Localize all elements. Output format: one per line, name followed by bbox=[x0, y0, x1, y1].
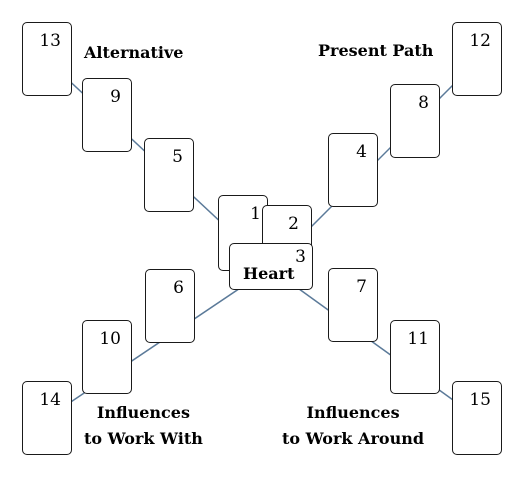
label-line-2: to Work Around bbox=[282, 429, 425, 448]
card-11[interactable]: 11 bbox=[390, 320, 440, 394]
card-number: 13 bbox=[39, 31, 61, 51]
card-9[interactable]: 9 bbox=[82, 78, 132, 152]
card-number: 10 bbox=[99, 329, 121, 349]
heart-caption: Heart bbox=[243, 264, 295, 283]
card-number: 1 bbox=[250, 204, 261, 224]
card-12[interactable]: 12 bbox=[452, 22, 502, 96]
card-number: 8 bbox=[418, 93, 429, 113]
card-8[interactable]: 8 bbox=[390, 84, 440, 158]
card-10[interactable]: 10 bbox=[82, 320, 132, 394]
label-present-path: Present Path bbox=[318, 38, 433, 64]
card-number: 5 bbox=[172, 147, 183, 167]
card-number: 12 bbox=[469, 31, 491, 51]
card-4[interactable]: 4 bbox=[328, 133, 378, 207]
label-line-1: Influences bbox=[306, 403, 400, 422]
card-5[interactable]: 5 bbox=[144, 138, 194, 212]
card-15[interactable]: 15 bbox=[452, 381, 502, 455]
card-13[interactable]: 13 bbox=[22, 22, 72, 96]
label-present-path-text: Present Path bbox=[318, 41, 434, 60]
card-number: 2 bbox=[288, 214, 299, 234]
label-influences-to-work-with: Influences to Work With bbox=[84, 400, 203, 452]
card-number: 9 bbox=[110, 87, 121, 107]
label-alternative-text: Alternative bbox=[84, 43, 184, 62]
card-number: 14 bbox=[39, 390, 61, 410]
label-alternative: Alternative bbox=[84, 40, 183, 66]
card-14[interactable]: 14 bbox=[22, 381, 72, 455]
label-influences-to-work-around: Influences to Work Around bbox=[282, 400, 424, 452]
label-line-2: to Work With bbox=[84, 429, 203, 448]
card-3-heart[interactable]: 3 Heart bbox=[229, 243, 313, 290]
card-number: 7 bbox=[356, 277, 367, 297]
card-number: 4 bbox=[356, 142, 367, 162]
card-number: 11 bbox=[407, 329, 429, 349]
card-7[interactable]: 7 bbox=[328, 268, 378, 342]
card-number: 15 bbox=[469, 390, 491, 410]
card-6[interactable]: 6 bbox=[145, 269, 195, 343]
connector-line-se bbox=[269, 267, 479, 419]
card-number: 6 bbox=[173, 278, 184, 298]
card-number: 3 bbox=[295, 247, 306, 267]
label-line-1: Influences bbox=[96, 403, 190, 422]
